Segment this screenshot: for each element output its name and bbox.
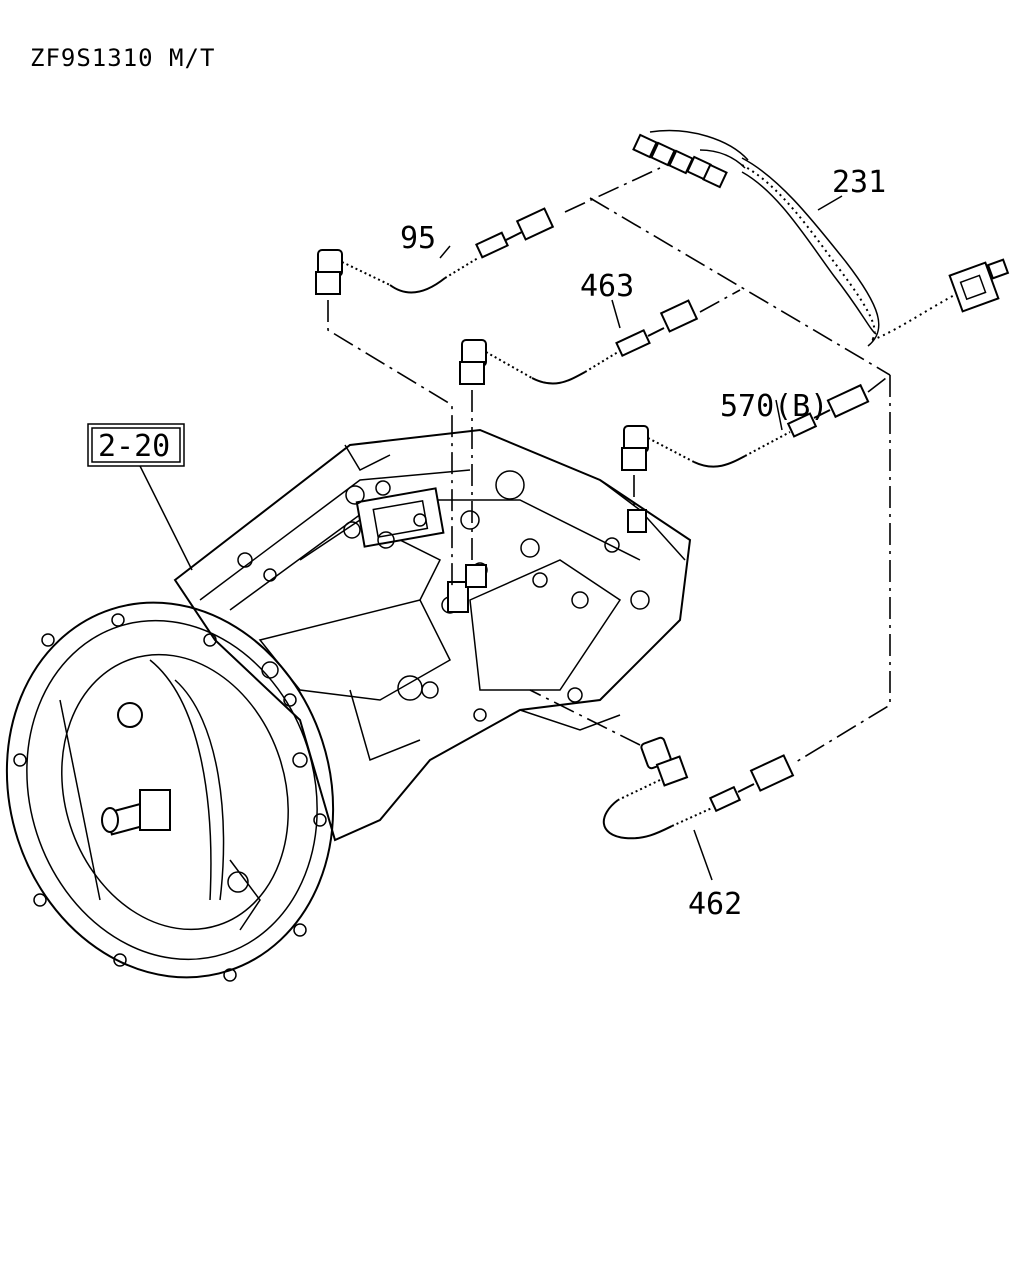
wiring-harness-231: [632, 129, 1010, 347]
reference-box-2-20: [87, 423, 193, 571]
callout-231: 231: [832, 165, 886, 200]
callout-462: 462: [688, 887, 742, 922]
sensor-570b: [621, 383, 870, 471]
connection-lines: [327, 167, 891, 763]
callout-463: 463: [580, 269, 634, 304]
sensor-462: [602, 736, 795, 881]
transmission-assembly: [5, 428, 692, 982]
callout-570b: 570(B): [720, 389, 828, 424]
model-title: ZF9S1310 M/T: [30, 44, 215, 72]
sensor-463: [459, 299, 699, 385]
callout-95: 95: [400, 221, 436, 256]
callout-2-20: 2-20: [98, 429, 170, 464]
sensor-95: [315, 207, 555, 295]
